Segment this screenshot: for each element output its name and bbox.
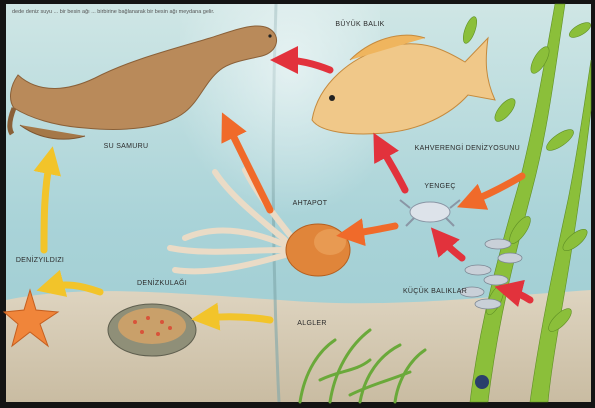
abalone-illustration [108,304,196,356]
label-big-fish: BÜYÜK BALIK [335,20,384,28]
label-small-fish: KÜÇÜK BALIKLAR [403,287,467,295]
label-starfish: DENİZYILDIZI [16,255,64,264]
label-algae: ALGLER [297,320,326,327]
sea-urchin-dark [475,375,489,389]
label-kelp: KAHVERENGİ DENİZYOSUNU [415,143,520,152]
label-kelp-text: KAHVERENGİ DENİZYOSUNU [415,143,520,152]
label-abalone: DENİZKULAĞI [137,278,187,287]
label-crab: YENGEÇ [424,183,455,190]
label-octopus: AHTAPOT [293,200,328,207]
header-text: dede deniz suyu ... bir besin ağı ... bi… [12,9,215,15]
label-otter: SU SAMURU [104,143,149,150]
arrow-algae-abalone [205,317,270,320]
